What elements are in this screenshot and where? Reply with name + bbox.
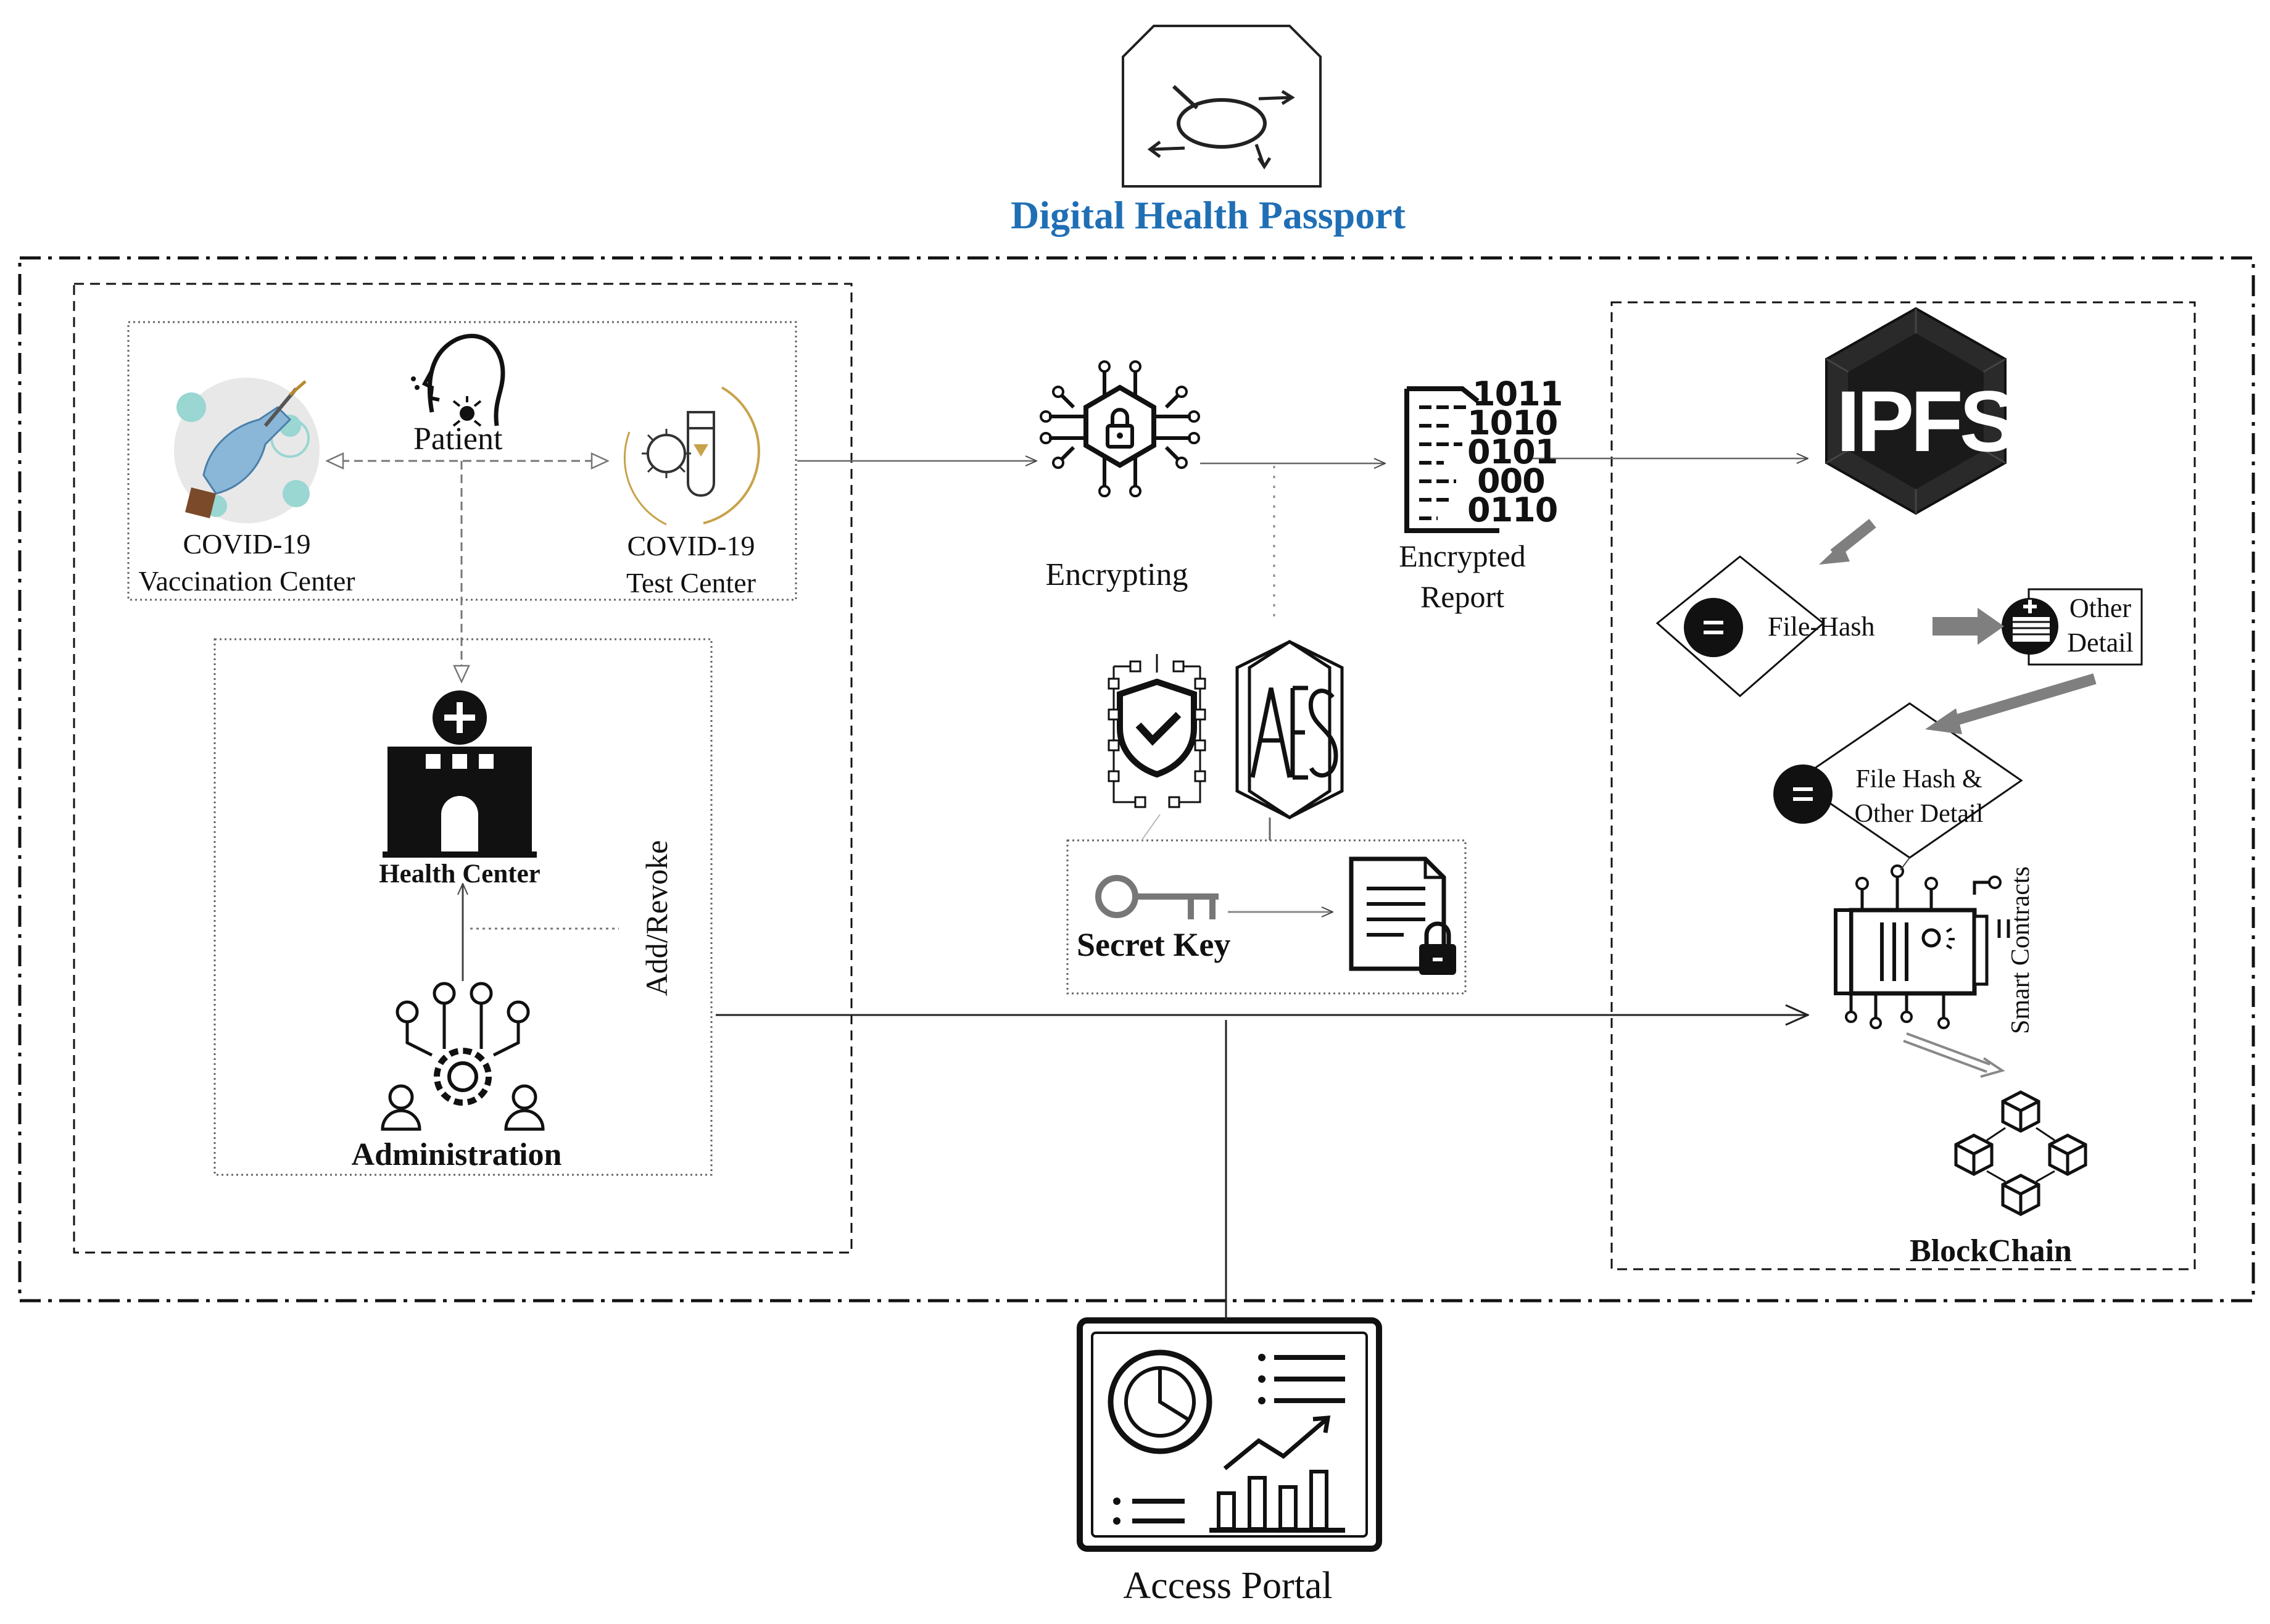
other-detail-line-2: Detail [2067, 628, 2134, 658]
test-center-line-2: Test Center [626, 567, 756, 599]
encrypted-report-line-2: Report [1420, 579, 1505, 614]
aes-hexagon-icon [1235, 640, 1344, 819]
admin-network-icon [381, 982, 545, 1131]
test-center-line-1: COVID-19 [627, 530, 755, 561]
secret-key-label: Secret Key [1077, 926, 1231, 963]
encrypted-report-label: Encrypted Report [1364, 536, 1561, 617]
health-admin-box [213, 638, 713, 1176]
blockchain-cubes-icon [1954, 1090, 2087, 1216]
blockchain-label: BlockChain [1910, 1233, 2072, 1269]
encrypted-report-line-1: Encrypted [1399, 539, 1526, 573]
bits-line-4: 000 [1477, 462, 1546, 500]
ipfs-filehash-arrow [1819, 518, 1876, 565]
test-center-label: COVID-19 Test Center [592, 528, 790, 602]
equals-circle-icon [1773, 764, 1833, 824]
other-detail-line-1: Other [2069, 593, 2132, 623]
health-center-label: Health Center [379, 860, 541, 889]
vaccine-icon [174, 378, 320, 523]
patient-label: Patient [413, 421, 503, 457]
ipfs-hexagon-icon [1825, 307, 2007, 515]
administration-label: Administration [351, 1137, 562, 1172]
shield-keybox-connector [1141, 814, 1161, 841]
file-hash-other-detail-label: File Hash & Other Detail [1826, 762, 2011, 831]
file-hash-label: File-Hash [1768, 611, 1875, 642]
filehash-otherdetail-arrow [1932, 608, 2004, 645]
shield-check-icon [1108, 654, 1206, 808]
otherdetail-combined-arrow [1925, 673, 2097, 734]
key-icon [1095, 875, 1219, 919]
vaccination-center-line-2: Vaccination Center [138, 565, 355, 597]
smart-contract-chip-icon [1834, 864, 2010, 1029]
bits-line-3: 0101 [1467, 433, 1558, 471]
dashboard-icon [1077, 1317, 1382, 1552]
detail-list-icon [2002, 588, 2143, 666]
other-detail-label: Other Detail [2055, 591, 2146, 660]
equals-circle-icon [1684, 598, 1743, 657]
bits-line-5: 0110 [1467, 491, 1558, 529]
encrypting-label: Encrypting [1045, 557, 1188, 592]
server-icon [1122, 25, 1322, 188]
encrypted-file-icon [1404, 386, 1499, 533]
test-tube-icon [623, 386, 760, 526]
encrypted-bits: 1011 1010 0101 000 0110 [1467, 375, 1563, 527]
locked-document-icon [1349, 856, 1456, 975]
hospital-icon [383, 690, 537, 858]
bits-line-1: 1011 [1472, 375, 1563, 413]
access-portal-label: Access Portal [1123, 1565, 1333, 1607]
chip-lock-icon [1040, 360, 1200, 497]
page-title: Digital Health Passport [1011, 193, 1406, 237]
ipfs-label: IPFS [1836, 373, 2017, 470]
file-hash-other-detail-line-2: Other Detail [1854, 800, 1984, 828]
patient-head-icon [411, 334, 505, 427]
combined-smart-contract-connector [1900, 857, 1910, 871]
outer-system-boundary [18, 256, 2255, 1303]
file-hash-other-detail-line-1: File Hash & [1855, 765, 1982, 793]
bits-line-2: 1010 [1467, 404, 1558, 442]
left-subsystem-boundary [73, 283, 853, 1254]
right-subsystem-boundary [1610, 301, 2196, 1270]
secret-key-box [1066, 839, 1467, 995]
smart-contract-blockchain-arrow [1903, 1032, 2005, 1078]
add-revoke-label: Add/Revoke [639, 840, 674, 996]
smart-contracts-label: Smart Contracts [2007, 866, 2035, 1034]
vaccination-center-label: COVID-19 Vaccination Center [130, 526, 364, 600]
vaccination-center-line-1: COVID-19 [183, 528, 311, 560]
